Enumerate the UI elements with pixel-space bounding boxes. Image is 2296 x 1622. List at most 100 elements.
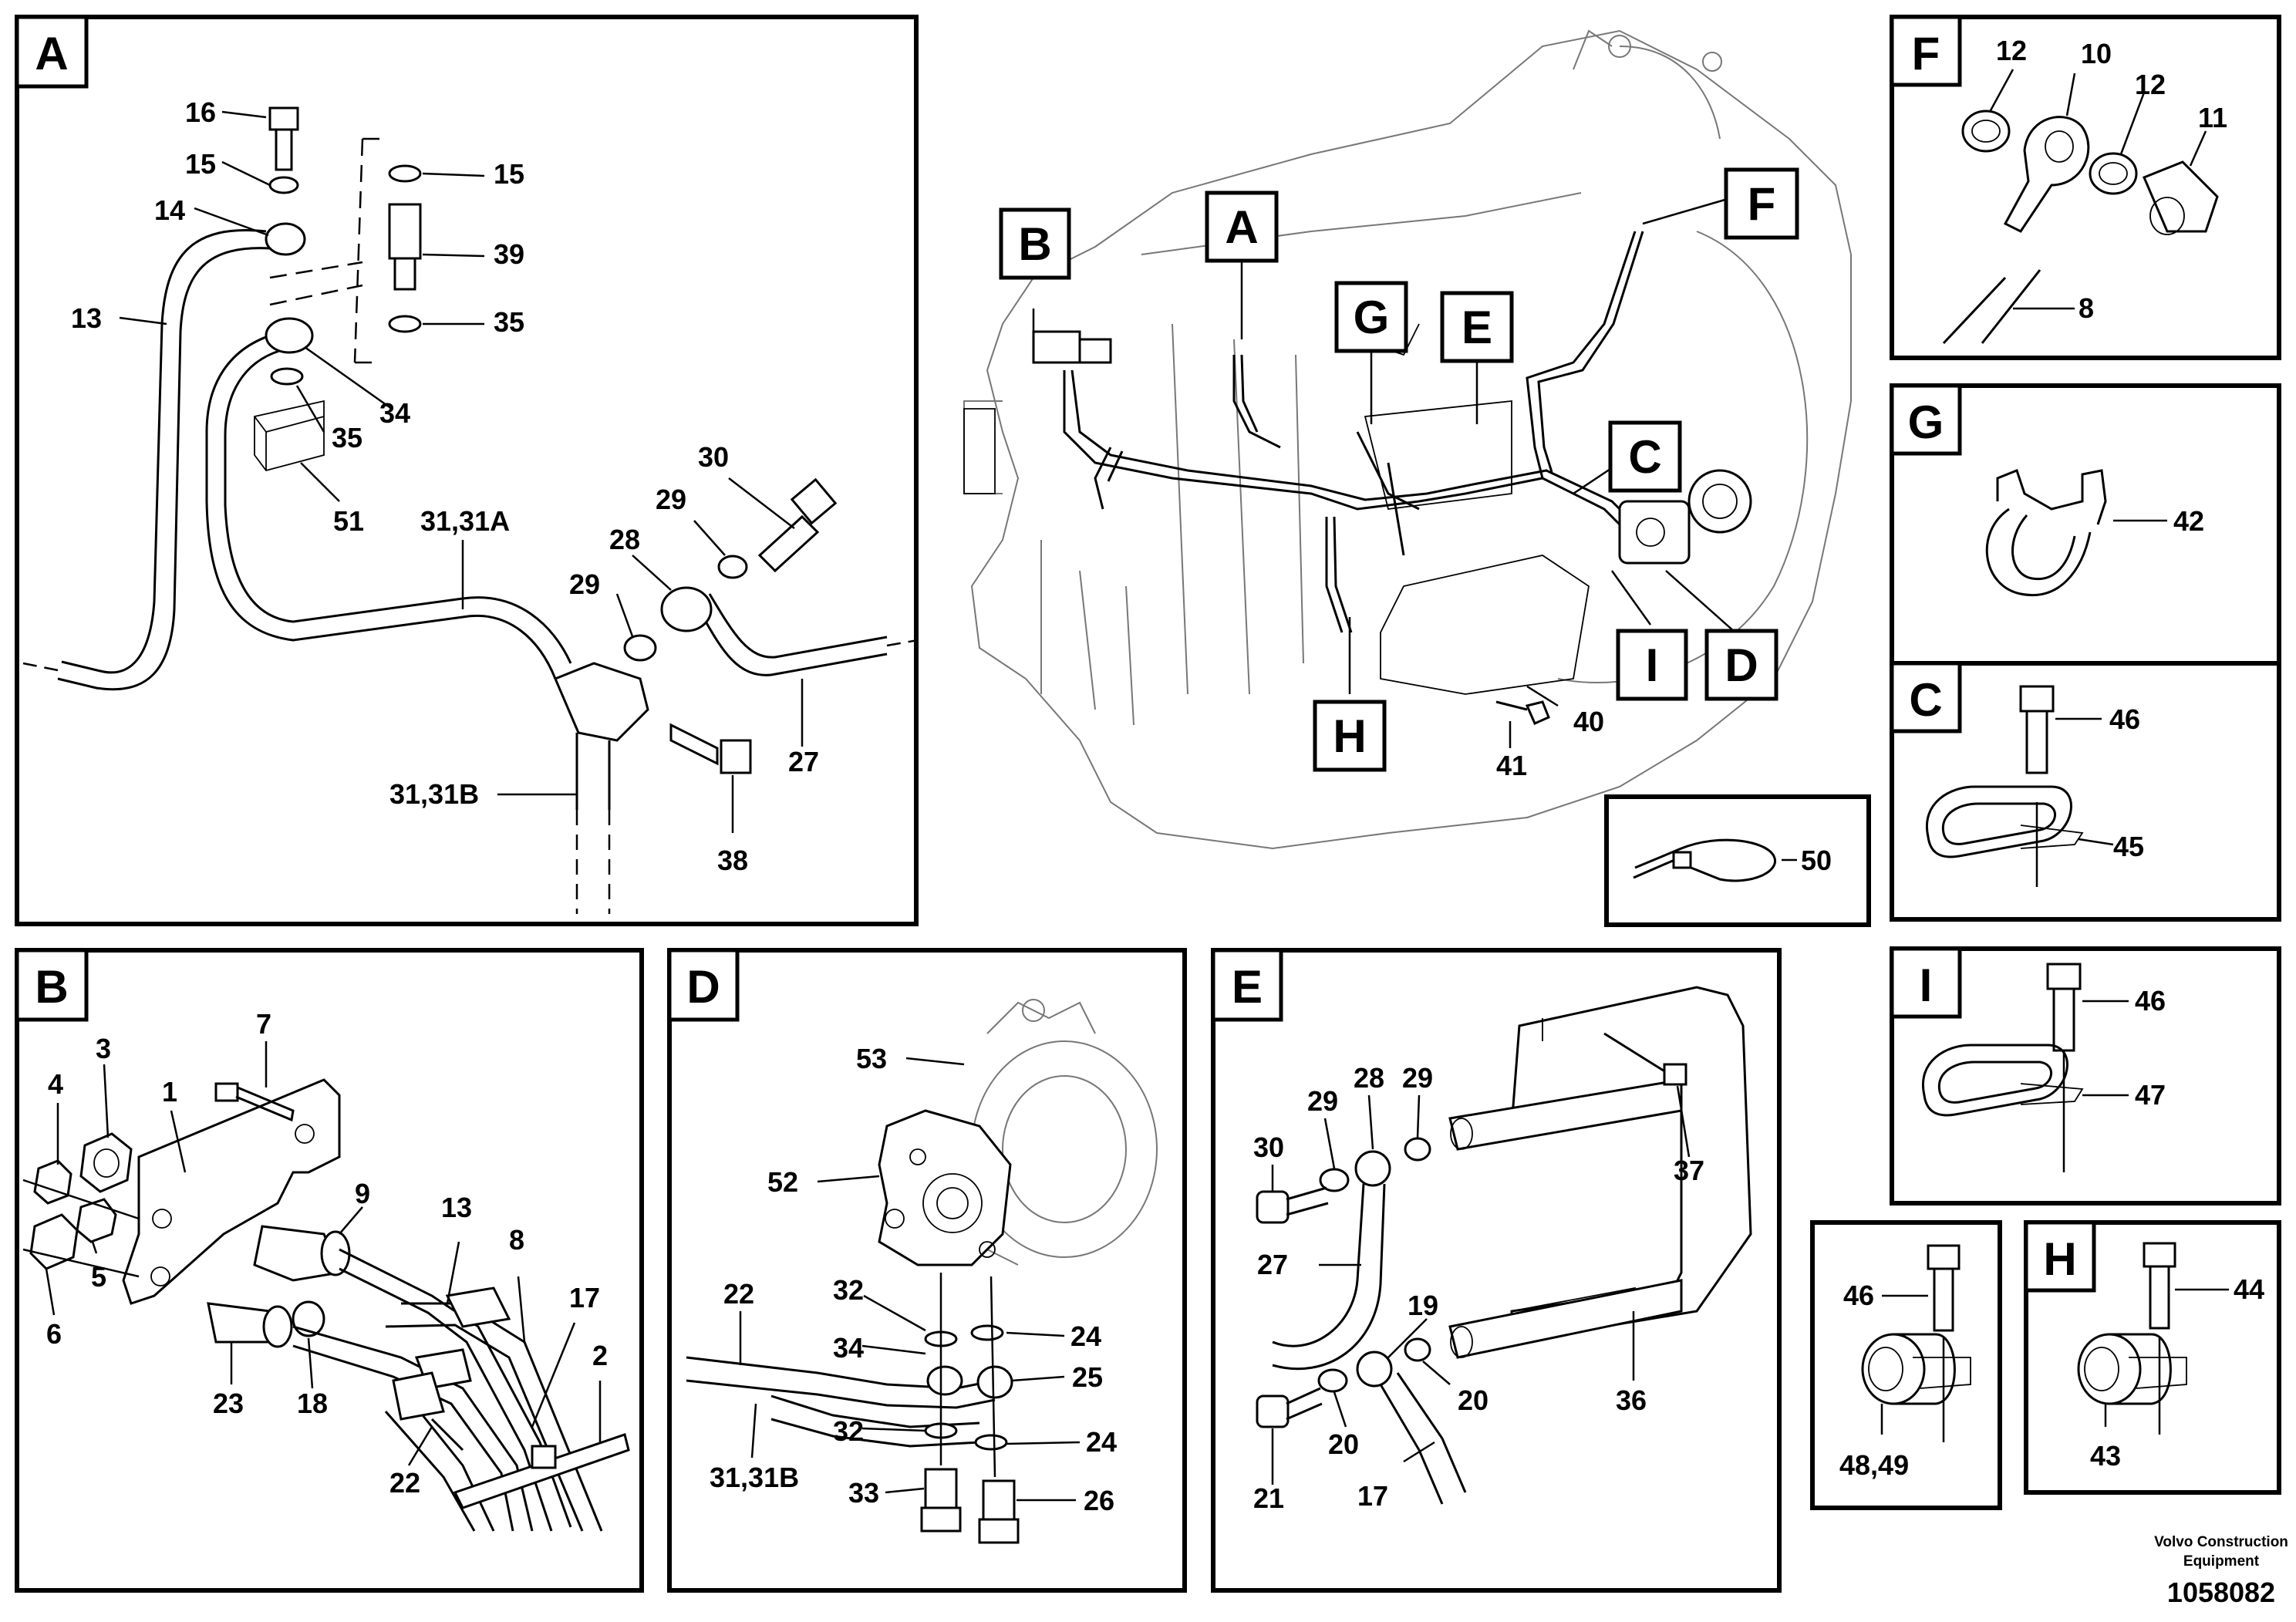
callout-46: 46 <box>2109 703 2140 735</box>
panel-letter: A <box>35 28 68 79</box>
callout-6: 6 <box>46 1318 62 1350</box>
callout-3: 3 <box>96 1033 111 1064</box>
callout-48-49: 48,49 <box>1839 1449 1909 1481</box>
callout-34: 34 <box>379 397 410 429</box>
callout-29: 29 <box>656 484 686 515</box>
callout-8: 8 <box>509 1224 524 1256</box>
callout-53: 53 <box>856 1043 887 1074</box>
overview-label-F[interactable]: F <box>1724 167 1799 240</box>
panel-letter: I <box>1920 959 1933 1011</box>
engine-overview <box>963 29 1852 850</box>
svg-text:D: D <box>1725 639 1758 691</box>
callout-5: 5 <box>91 1261 106 1293</box>
panel-letter: F <box>1912 28 1940 79</box>
callout-35: 35 <box>494 306 524 338</box>
svg-text:C: C <box>1628 431 1661 483</box>
panel-F: F 12 10 12 11 8 <box>1890 15 2281 360</box>
callout-17: 17 <box>1357 1480 1388 1512</box>
callout-31-31A: 31,31A <box>420 505 510 537</box>
callout-30: 30 <box>1253 1131 1284 1163</box>
footer: Volvo Construction Equipment 1058082 <box>2154 1534 2288 1608</box>
panel-letter: C <box>1909 674 1942 726</box>
svg-text:I: I <box>1646 639 1659 691</box>
callout-40: 40 <box>1573 706 1604 737</box>
svg-text:A: A <box>1225 201 1258 253</box>
panel-letter: H <box>2043 1233 2076 1285</box>
callout-29: 29 <box>1307 1085 1338 1117</box>
callout-44: 44 <box>2234 1273 2264 1305</box>
callout-12: 12 <box>1996 35 2027 66</box>
callout-52: 52 <box>767 1166 798 1198</box>
panel-H: H 44 43 <box>2024 1220 2281 1495</box>
callout-22: 22 <box>389 1467 420 1499</box>
svg-text:F: F <box>1748 178 1776 230</box>
callout-51: 51 <box>333 505 364 537</box>
callout-20: 20 <box>1458 1384 1489 1416</box>
svg-text:H: H <box>1333 710 1366 762</box>
callout-7: 7 <box>256 1008 271 1040</box>
callout-31-31B: 31,31B <box>710 1462 799 1493</box>
callout-19: 19 <box>1408 1290 1438 1321</box>
callout-14: 14 <box>154 194 185 226</box>
callout-13: 13 <box>71 302 102 334</box>
callout-24: 24 <box>1070 1320 1101 1352</box>
callout-35: 35 <box>332 422 362 454</box>
overview-label-A[interactable]: A <box>1205 191 1279 263</box>
callout-12: 12 <box>2135 69 2166 100</box>
callout-28: 28 <box>609 524 640 555</box>
panel-B: B <box>15 948 644 1593</box>
callout-10: 10 <box>2081 38 2112 69</box>
callout-13: 13 <box>441 1192 472 1223</box>
callout-23: 23 <box>213 1388 244 1419</box>
callout-38: 38 <box>717 845 748 876</box>
overview-label-C[interactable]: C <box>1608 420 1682 493</box>
panel-D: D <box>667 948 1187 1593</box>
callout-22: 22 <box>723 1278 754 1310</box>
callout-1: 1 <box>162 1076 177 1108</box>
callout-31-31B: 31,31B <box>389 778 479 810</box>
callout-2: 2 <box>592 1340 608 1371</box>
callout-33: 33 <box>848 1477 879 1509</box>
callout-41: 41 <box>1496 750 1527 781</box>
callout-29: 29 <box>569 568 600 600</box>
panel-letter: B <box>35 961 68 1013</box>
overview-label-I[interactable]: I <box>1616 629 1688 701</box>
svg-text:G: G <box>1354 292 1390 343</box>
callout-46: 46 <box>1843 1280 1874 1311</box>
overview-label-G[interactable]: G <box>1334 281 1408 353</box>
overview-label-B[interactable]: B <box>999 207 1071 280</box>
callout-21: 21 <box>1253 1482 1284 1514</box>
panel-I: I 46 47 <box>1890 946 2281 1206</box>
callout-36: 36 <box>1616 1384 1647 1416</box>
callout-28: 28 <box>1354 1062 1384 1094</box>
callout-15: 15 <box>185 148 216 180</box>
panel-letter: G <box>1908 396 1944 448</box>
callout-32: 32 <box>833 1415 864 1447</box>
panel-letter: E <box>1232 961 1263 1013</box>
callout-42: 42 <box>2173 505 2204 537</box>
svg-text:E: E <box>1462 302 1492 353</box>
panel-A: A <box>15 15 919 926</box>
callout-16: 16 <box>185 96 216 128</box>
callout-32: 32 <box>833 1274 864 1306</box>
callout-24: 24 <box>1086 1426 1117 1458</box>
callout-8: 8 <box>2079 292 2094 324</box>
overview-label-E[interactable]: E <box>1440 291 1514 363</box>
panel-C: C 46 45 <box>1890 661 2281 922</box>
callout-43: 43 <box>2090 1440 2121 1472</box>
callout-26: 26 <box>1084 1485 1114 1516</box>
callout-27: 27 <box>1257 1249 1288 1280</box>
callout-34: 34 <box>833 1332 864 1364</box>
callout-18: 18 <box>297 1388 328 1419</box>
callout-39: 39 <box>494 238 524 270</box>
callout-27: 27 <box>788 746 819 777</box>
drawing-number: 1058082 <box>2167 1576 2275 1608</box>
panel-E: E <box>1211 948 1782 1593</box>
callout-20: 20 <box>1328 1428 1359 1460</box>
company-name-line2: Equipment <box>2183 1553 2260 1570</box>
overview-label-D[interactable]: D <box>1704 629 1778 701</box>
callout-30: 30 <box>698 441 729 473</box>
overview-label-H[interactable]: H <box>1313 700 1387 772</box>
callout-25: 25 <box>1072 1361 1103 1393</box>
